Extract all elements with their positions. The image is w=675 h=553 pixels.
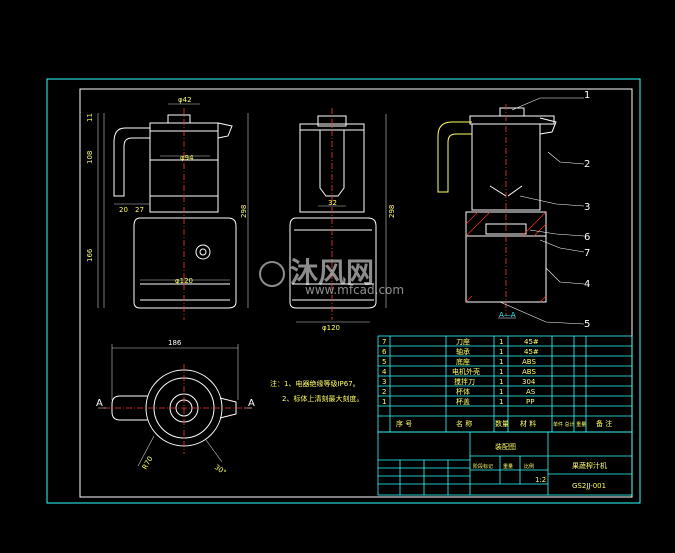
- header-remark: 备 注: [596, 419, 612, 428]
- header-no: 序 号: [396, 419, 412, 428]
- dim-plan-angle: 30°: [213, 463, 228, 477]
- part-name: 杯盖: [456, 397, 470, 406]
- parts-row: 1 杯盖 1 PP: [382, 397, 534, 406]
- part-material: AS: [526, 388, 536, 396]
- watermark-brand: 沐风网: [290, 256, 374, 289]
- part-no: 4: [382, 368, 387, 376]
- part-name: 电机外壳: [452, 367, 480, 376]
- balloon-2: 2: [584, 159, 590, 170]
- dim-total-height-side: 298: [388, 205, 396, 218]
- part-material: PP: [526, 398, 534, 406]
- title-stage-label: 阶段标记: [473, 463, 493, 470]
- part-qty: 1: [499, 388, 503, 396]
- balloon-7: 7: [584, 248, 590, 259]
- section-mark-right: A: [248, 398, 255, 409]
- part-no: 5: [382, 358, 386, 366]
- header-qty: 数量: [495, 419, 509, 428]
- part-qty: 1: [499, 348, 503, 356]
- plan-centerlines: [104, 364, 252, 454]
- part-qty: 1: [499, 338, 503, 346]
- part-material: ABS: [522, 368, 536, 376]
- title-weight-label: 重量: [503, 463, 513, 470]
- part-name: 杯体: [456, 387, 470, 396]
- part-qty: 1: [499, 378, 503, 386]
- balloon-5: 5: [584, 319, 590, 330]
- dim-inner-dia: φ94: [180, 154, 194, 162]
- section-view: [437, 107, 557, 303]
- dim-shaft-dia: 32: [328, 199, 337, 207]
- dim-handle-w1: 20: [119, 206, 128, 214]
- front-dims: [97, 103, 249, 308]
- parts-row: 7 刀座 1 45#: [382, 337, 539, 346]
- title-drawing-name: 装配图: [495, 442, 516, 451]
- section-name: A—A: [499, 311, 516, 319]
- part-material: 304: [522, 378, 536, 386]
- plan-dims: [98, 344, 252, 467]
- parts-row: 5 底座 1 ABS: [382, 357, 536, 366]
- parts-row: 6 轴承 1 45#: [382, 347, 539, 356]
- header-name: 名 称: [456, 419, 472, 428]
- watermark: 沐风网 www.mfcad.com: [259, 256, 404, 297]
- dim-handle-w2: 27: [135, 206, 144, 214]
- part-material: 45#: [524, 348, 539, 356]
- title-product: 果蔬榨汁机: [572, 461, 607, 470]
- title-scale: 1:2: [535, 476, 546, 484]
- part-no: 1: [382, 398, 386, 406]
- dim-total-height: 298: [240, 205, 248, 218]
- section-hatch: [465, 211, 547, 303]
- part-name: 搅拌刀: [454, 377, 475, 386]
- watermark-logo-icon: [259, 261, 285, 287]
- balloon-1: 1: [584, 90, 590, 101]
- outer-frame: [46, 78, 641, 504]
- part-material: ABS: [522, 358, 536, 366]
- dim-base-dia-side: φ120: [322, 324, 340, 332]
- section-mark-left: A: [96, 398, 103, 409]
- section-leaders: [498, 97, 585, 325]
- part-qty: 1: [499, 368, 503, 376]
- part-no: 7: [382, 338, 386, 346]
- parts-row: 2 杯体 1 AS: [382, 387, 536, 396]
- dim-lower-height: 166: [86, 248, 94, 262]
- watermark-url: www.mfcad.com: [305, 283, 404, 297]
- note-line-1: 注：1、电器绝缘等级IP67。: [270, 379, 360, 388]
- balloon-6: 6: [584, 232, 590, 243]
- part-name: 刀座: [456, 337, 470, 346]
- parts-row: 3 搅拌刀 1 304: [382, 377, 536, 386]
- part-no: 6: [382, 348, 387, 356]
- part-material: 45#: [524, 338, 539, 346]
- balloon-3: 3: [584, 202, 590, 213]
- header-weight: 单件 总计 重量: [553, 421, 586, 428]
- part-name: 轴承: [456, 347, 470, 356]
- part-no: 3: [382, 378, 386, 386]
- part-no: 2: [382, 388, 386, 396]
- part-name: 底座: [456, 357, 470, 366]
- parts-table-grid: [377, 335, 633, 433]
- inner-frame: [79, 88, 633, 498]
- parts-row: 4 电机外壳 1 ABS: [382, 367, 536, 376]
- note-line-2: 2、标体上清刻最大刻度。: [282, 394, 363, 403]
- dim-top-dia: φ42: [178, 96, 192, 104]
- title-code: GS2JJ-001: [572, 482, 606, 490]
- dim-base-dia: φ120: [175, 277, 193, 285]
- side-dims: [296, 114, 387, 323]
- part-qty: 1: [499, 398, 503, 406]
- title-block-grid: [377, 431, 633, 496]
- title-scale-label: 比例: [524, 463, 534, 470]
- header-material: 材 料: [520, 419, 536, 428]
- balloon-4: 4: [584, 279, 590, 290]
- dim-plan-width: 186: [168, 339, 182, 347]
- dim-upper-height: 108: [86, 151, 94, 164]
- part-qty: 1: [499, 358, 503, 366]
- dim-lid-height: 11: [86, 113, 94, 122]
